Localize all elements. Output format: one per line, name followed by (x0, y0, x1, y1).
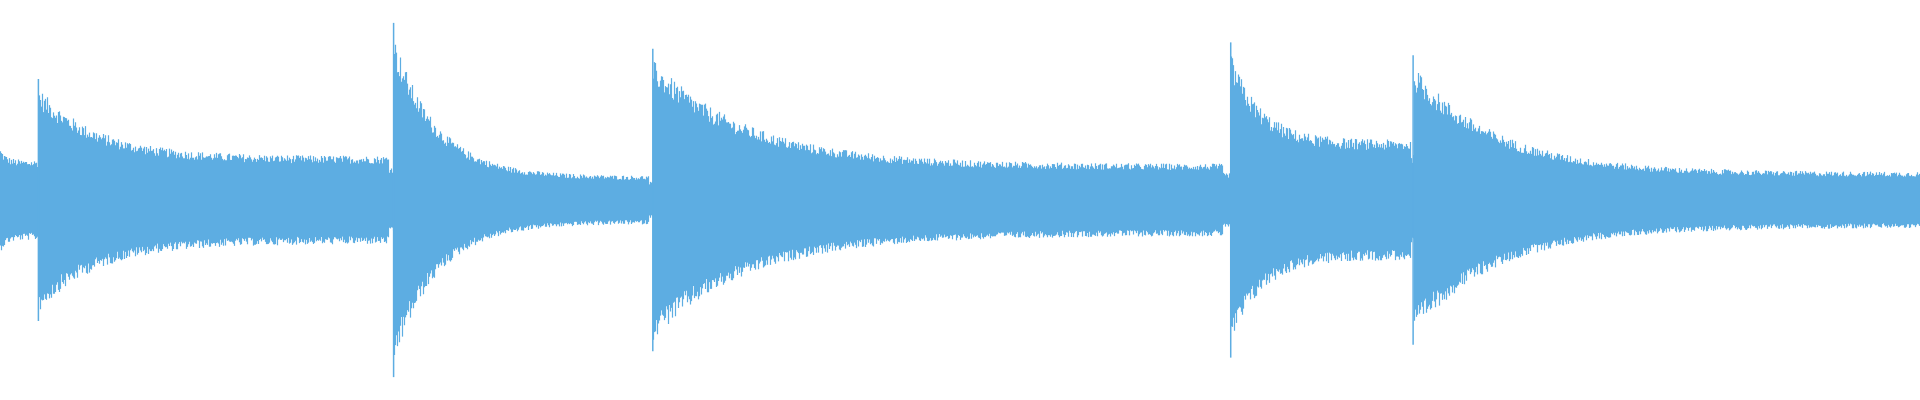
waveform-path (0, 44, 1920, 355)
waveform-samples (0, 22, 1920, 378)
